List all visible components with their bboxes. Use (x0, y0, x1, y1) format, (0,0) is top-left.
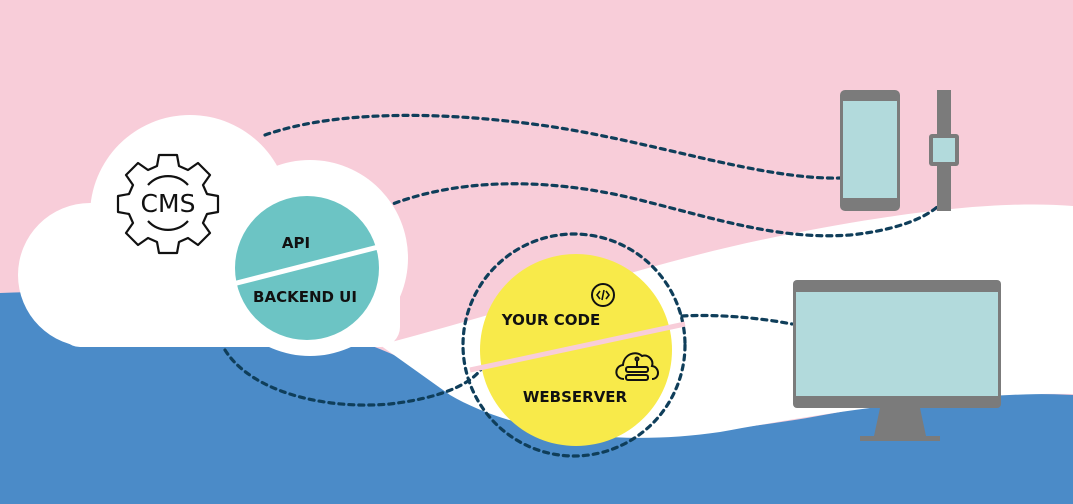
backend-ui-label: BACKEND UI (253, 288, 357, 306)
api-label: API (282, 234, 310, 252)
code-icon (591, 283, 615, 307)
webserver-label: WEBSERVER (523, 388, 628, 406)
connector-api-watch (383, 182, 947, 238)
cms-label: CMS (141, 189, 196, 218)
your-code-label: YOUR CODE (501, 311, 601, 329)
app-dotted-ring (461, 232, 687, 458)
cloud-server-icon (615, 352, 659, 381)
gear-icon (116, 153, 220, 255)
connector-app-monitor (680, 313, 794, 326)
connector-cloud-phone (263, 113, 842, 180)
backend-circle (224, 196, 391, 340)
smartphone-icon (840, 90, 900, 211)
connector-cloud-app (223, 348, 484, 407)
desktop-monitor-icon (793, 280, 1001, 441)
smartwatch-icon (929, 90, 959, 211)
app-circle (469, 254, 686, 446)
